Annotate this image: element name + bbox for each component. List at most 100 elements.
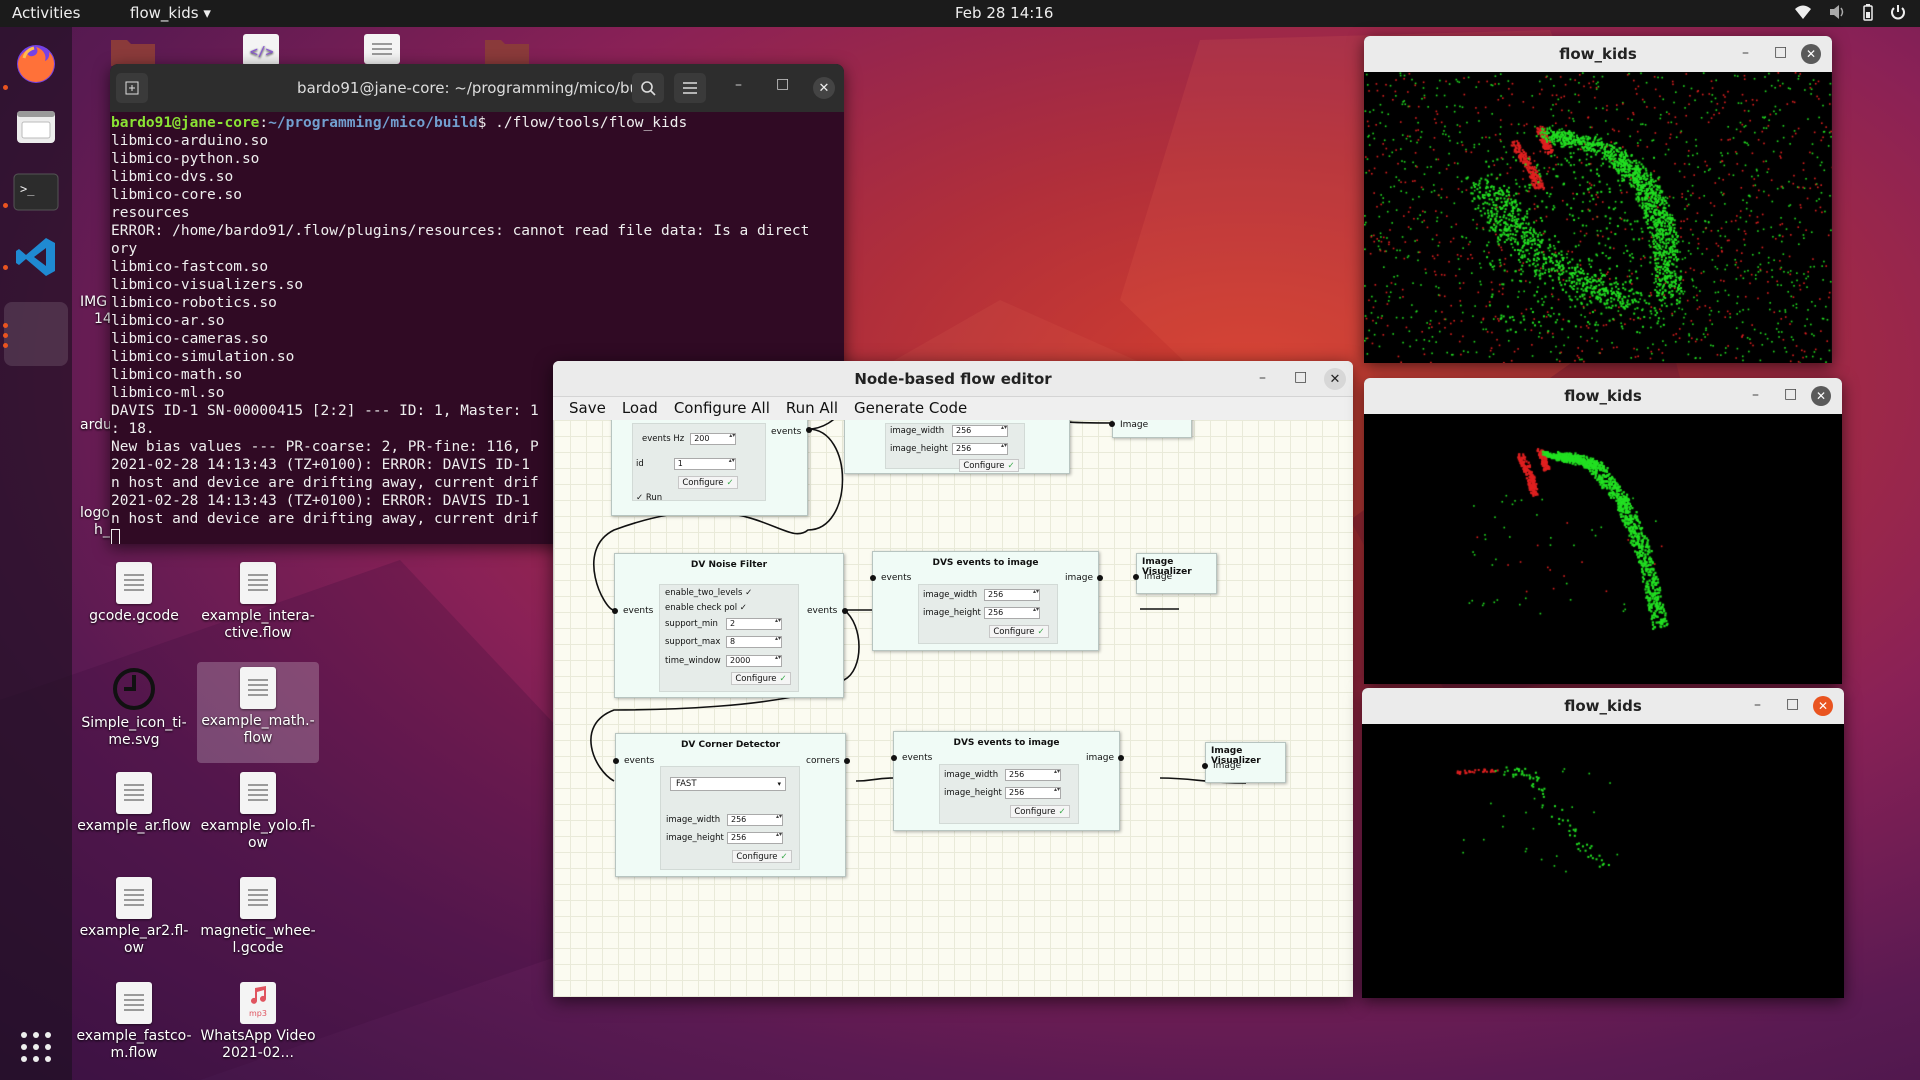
maximize-button[interactable]: □	[1786, 696, 1800, 712]
desktop-icon-home[interactable]	[108, 36, 158, 71]
field-input[interactable]: 256	[1005, 787, 1061, 799]
maximize-button[interactable]: □	[1784, 386, 1798, 402]
clock[interactable]: Feb 28 14:16	[955, 4, 1054, 22]
viewer-window-2[interactable]: flow_kids – □ ✕	[1364, 378, 1842, 684]
desktop-icon-folder2[interactable]	[482, 36, 532, 71]
node-dvs-events-to-image[interactable]: DVS events to image events image image_w…	[870, 551, 1103, 651]
close-button[interactable]: ✕	[1813, 696, 1833, 716]
field-input[interactable]: 1	[673, 458, 736, 470]
output-port[interactable]	[1118, 755, 1124, 761]
desktop-icon[interactable]: example_yolo.fl-ow	[197, 772, 319, 852]
input-port[interactable]	[1133, 574, 1139, 580]
checkbox-enable-two-levels[interactable]: enable_two_levels ✓	[665, 588, 753, 598]
field-input[interactable]: 256	[952, 425, 1008, 437]
node-dvs-events-to-image[interactable]: DVS events to image events image image_w…	[891, 731, 1124, 831]
desktop-icon-doc-top[interactable]	[362, 34, 402, 69]
terminal-titlebar[interactable]: bardo91@jane-core: ~/programming/mico/bu…	[110, 64, 844, 112]
desktop-icon[interactable]: example_intera-ctive.flow	[197, 562, 319, 642]
viewer-titlebar[interactable]: flow_kids – □ ✕	[1362, 688, 1844, 724]
field-input[interactable]: 2	[726, 618, 782, 630]
configure-button[interactable]: Configure✓	[678, 476, 738, 489]
input-port[interactable]	[1109, 421, 1115, 427]
desktop-icon[interactable]: example_ar.flow	[73, 772, 195, 835]
node-image-visualizer-top[interactable]: Image	[1109, 420, 1192, 438]
viewer-window-3[interactable]: flow_kids – □ ✕	[1362, 688, 1844, 998]
output-port[interactable]	[844, 758, 850, 764]
field-input[interactable]: 256	[984, 607, 1040, 619]
field-input[interactable]: 256	[952, 443, 1008, 455]
viewer-titlebar[interactable]: flow_kids – □ ✕	[1364, 36, 1832, 72]
desktop-icon[interactable]: example_fastco-m.flow	[73, 982, 195, 1062]
close-button[interactable]: ✕	[1801, 44, 1821, 64]
menu-save[interactable]: Save	[569, 399, 606, 417]
firefox-launcher[interactable]	[9, 35, 63, 89]
minimize-button[interactable]: –	[1754, 697, 1761, 713]
maximize-button[interactable]: □	[1294, 369, 1308, 385]
output-port[interactable]	[842, 608, 848, 614]
search-button[interactable]	[632, 73, 664, 103]
minimize-button[interactable]: –	[735, 77, 742, 93]
input-port[interactable]	[613, 758, 619, 764]
menu-load[interactable]: Load	[621, 399, 658, 417]
configure-button[interactable]: Configure✓	[989, 625, 1049, 638]
desktop-icon[interactable]: gcode.gcode	[73, 562, 195, 625]
detector-select[interactable]: FAST▾	[670, 777, 786, 791]
close-button[interactable]: ✕	[1324, 368, 1346, 390]
configure-button[interactable]: Configure✓	[731, 672, 791, 685]
input-port[interactable]	[612, 608, 618, 614]
field-input[interactable]: 256	[984, 589, 1040, 601]
app-menu[interactable]: flow_kids ▾	[130, 4, 211, 22]
show-applications-button[interactable]	[9, 1020, 63, 1074]
flow-editor-window[interactable]: Node-based flow editor – □ ✕ Save Load C…	[553, 361, 1353, 997]
maximize-button[interactable]: □	[1774, 44, 1788, 60]
desktop-icon[interactable]: magnetic_whee-l.gcode	[197, 877, 319, 957]
checkbox-enable-check-pol[interactable]: enable check pol ✓	[665, 603, 747, 613]
desktop-icon-html[interactable]: </>	[236, 34, 286, 71]
minimize-button[interactable]: –	[1752, 387, 1759, 403]
field-input[interactable]: 256	[727, 832, 783, 844]
field-input[interactable]: 256	[1005, 769, 1061, 781]
input-port[interactable]	[1202, 763, 1208, 769]
terminal-window[interactable]: bardo91@jane-core: ~/programming/mico/bu…	[110, 64, 844, 544]
menu-configure-all[interactable]: Configure All	[673, 399, 770, 417]
vscode-launcher[interactable]	[9, 230, 63, 284]
configure-button[interactable]: Configure✓	[1010, 805, 1070, 818]
editor-titlebar[interactable]: Node-based flow editor – □ ✕	[553, 361, 1353, 397]
node-image-visualizer[interactable]: Image Visualizer Image	[1202, 742, 1286, 783]
desktop-icon[interactable]: Simple_icon_ti-me.svg	[73, 667, 195, 749]
output-port[interactable]	[1097, 575, 1103, 581]
menu-button[interactable]	[674, 73, 706, 103]
node-image-visualizer[interactable]: Image Visualizer Image	[1133, 553, 1217, 594]
new-tab-button[interactable]	[116, 73, 148, 103]
node-dv-noise-filter[interactable]: DV Noise Filter events events enable_two…	[612, 553, 848, 698]
field-input[interactable]: 8	[726, 636, 782, 648]
desktop-icon[interactable]: example_ar2.fl-ow	[73, 877, 195, 957]
terminal-launcher[interactable]: >_	[9, 165, 63, 219]
close-button[interactable]: ✕	[1811, 386, 1831, 406]
viewer-window-1[interactable]: flow_kids – □ ✕	[1364, 36, 1832, 363]
minimize-button[interactable]: –	[1259, 370, 1266, 386]
menu-generate-code[interactable]: Generate Code	[854, 399, 968, 417]
configure-button[interactable]: Configure✓	[959, 459, 1019, 472]
desktop-icon-selected[interactable]: example_math.-flow	[197, 662, 319, 763]
field-input[interactable]: 2000	[726, 655, 782, 667]
input-port[interactable]	[870, 575, 876, 581]
activities-button[interactable]: Activities	[12, 4, 81, 22]
close-button[interactable]: ✕	[813, 77, 835, 99]
system-tray[interactable]	[1794, 3, 1906, 21]
menu-run-all[interactable]: Run All	[785, 399, 839, 417]
viewer-titlebar[interactable]: flow_kids – □ ✕	[1364, 378, 1842, 414]
minimize-button[interactable]: –	[1742, 45, 1749, 61]
configure-button[interactable]: Configure✓	[732, 850, 792, 863]
input-port[interactable]	[891, 755, 897, 761]
node-dv-corner-detector[interactable]: DV Corner Detector events corners FAST▾ …	[613, 733, 850, 877]
output-port[interactable]	[806, 427, 812, 433]
run-checkbox[interactable]: ✓ Run	[636, 493, 663, 503]
maximize-button[interactable]: □	[776, 76, 790, 92]
field-input[interactable]: 256	[727, 814, 783, 826]
field-input[interactable]: 200	[690, 433, 737, 445]
files-launcher[interactable]	[9, 100, 63, 154]
